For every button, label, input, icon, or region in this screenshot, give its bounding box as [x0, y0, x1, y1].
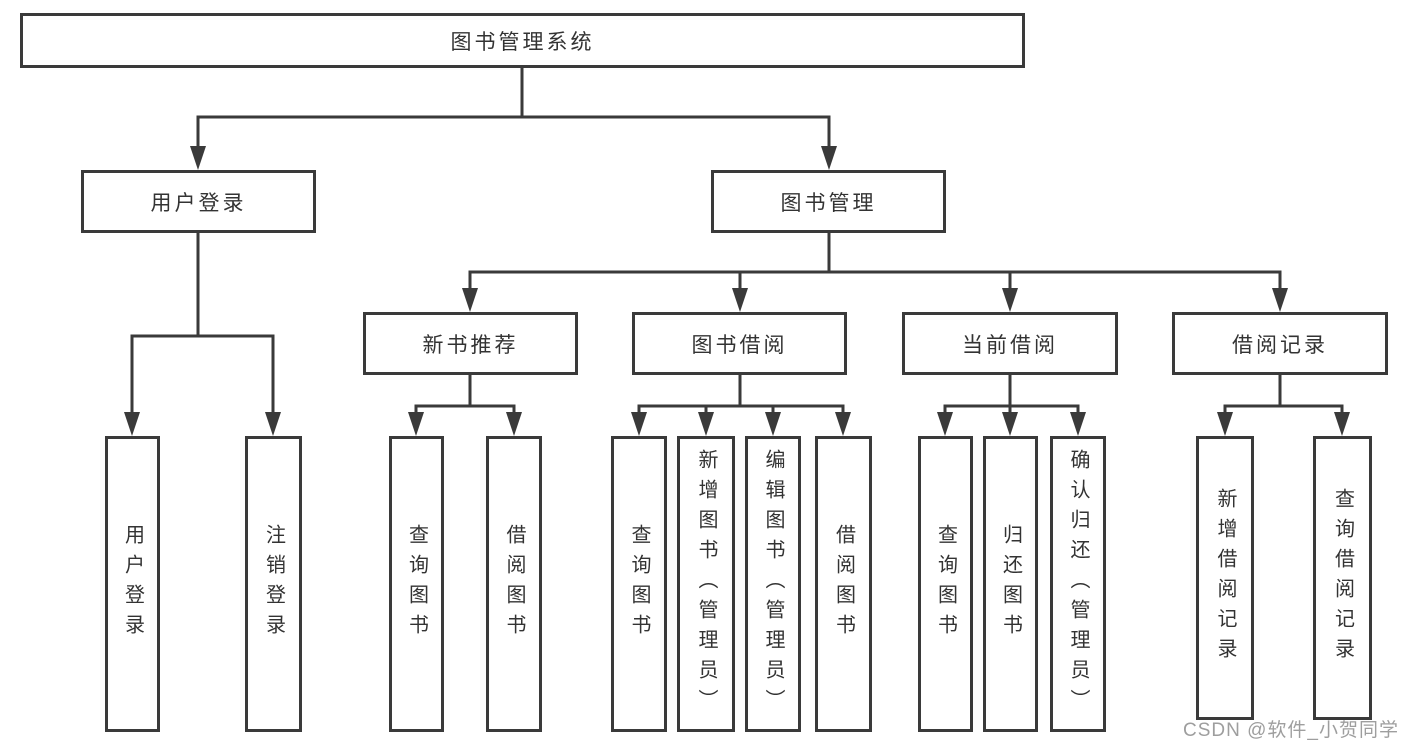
node-borrow-records: 借阅记录: [1172, 312, 1388, 375]
leaf-br-query-record: 查询借阅记录: [1313, 436, 1372, 720]
leaf-label: 编辑图书（管理员）: [762, 449, 784, 719]
leaf-cb-return-books: 归还图书: [983, 436, 1038, 732]
node-label: 当前借阅: [962, 333, 1058, 357]
leaf-label: 查询借阅记录: [1331, 488, 1354, 668]
node-root: 图书管理系统: [20, 13, 1025, 68]
leaf-label: 确认归还（管理员）: [1067, 449, 1089, 719]
csdn-watermark: CSDN @软件_小贺同学: [1183, 720, 1399, 741]
leaf-label: 查询图书: [628, 524, 650, 644]
leaf-label: 新增图书（管理员）: [695, 449, 717, 719]
leaf-label: 借阅图书: [832, 524, 855, 644]
leaf-label: 注销登录: [262, 524, 285, 644]
leaf-nbr-borrow-books: 借阅图书: [486, 436, 542, 732]
node-user-login-branch: 用户登录: [81, 170, 316, 233]
leaf-bb-borrow-books: 借阅图书: [815, 436, 872, 732]
leaf-bb-query-books: 查询图书: [611, 436, 667, 732]
leaf-label: 查询图书: [934, 524, 957, 644]
node-new-book-recommend: 新书推荐: [363, 312, 578, 375]
leaf-bb-edit-books-admin: 编辑图书（管理员）: [745, 436, 801, 732]
node-book-management-branch: 图书管理: [711, 170, 946, 233]
leaf-user-login: 用户登录: [105, 436, 160, 732]
leaf-label: 归还图书: [999, 524, 1022, 644]
leaf-label: 用户登录: [121, 524, 144, 644]
node-label: 图书管理: [780, 191, 877, 215]
node-label: 图书借阅: [691, 333, 788, 357]
node-book-borrow: 图书借阅: [632, 312, 847, 375]
leaf-label: 借阅图书: [503, 524, 525, 644]
leaf-br-add-record: 新增借阅记录: [1196, 436, 1254, 720]
leaf-label: 新增借阅记录: [1214, 488, 1236, 668]
leaf-label: 查询图书: [405, 524, 428, 644]
node-label: 用户登录: [150, 191, 247, 215]
leaf-cb-query-books: 查询图书: [918, 436, 973, 732]
node-root-label: 图书管理系统: [450, 30, 595, 54]
node-current-borrow: 当前借阅: [902, 312, 1118, 375]
leaf-cb-confirm-return-admin: 确认归还（管理员）: [1050, 436, 1106, 732]
leaf-nbr-query-books: 查询图书: [389, 436, 444, 732]
leaf-logout: 注销登录: [245, 436, 302, 732]
node-label: 新书推荐: [422, 333, 519, 357]
node-label: 借阅记录: [1232, 333, 1328, 357]
leaf-bb-add-books-admin: 新增图书（管理员）: [677, 436, 735, 732]
